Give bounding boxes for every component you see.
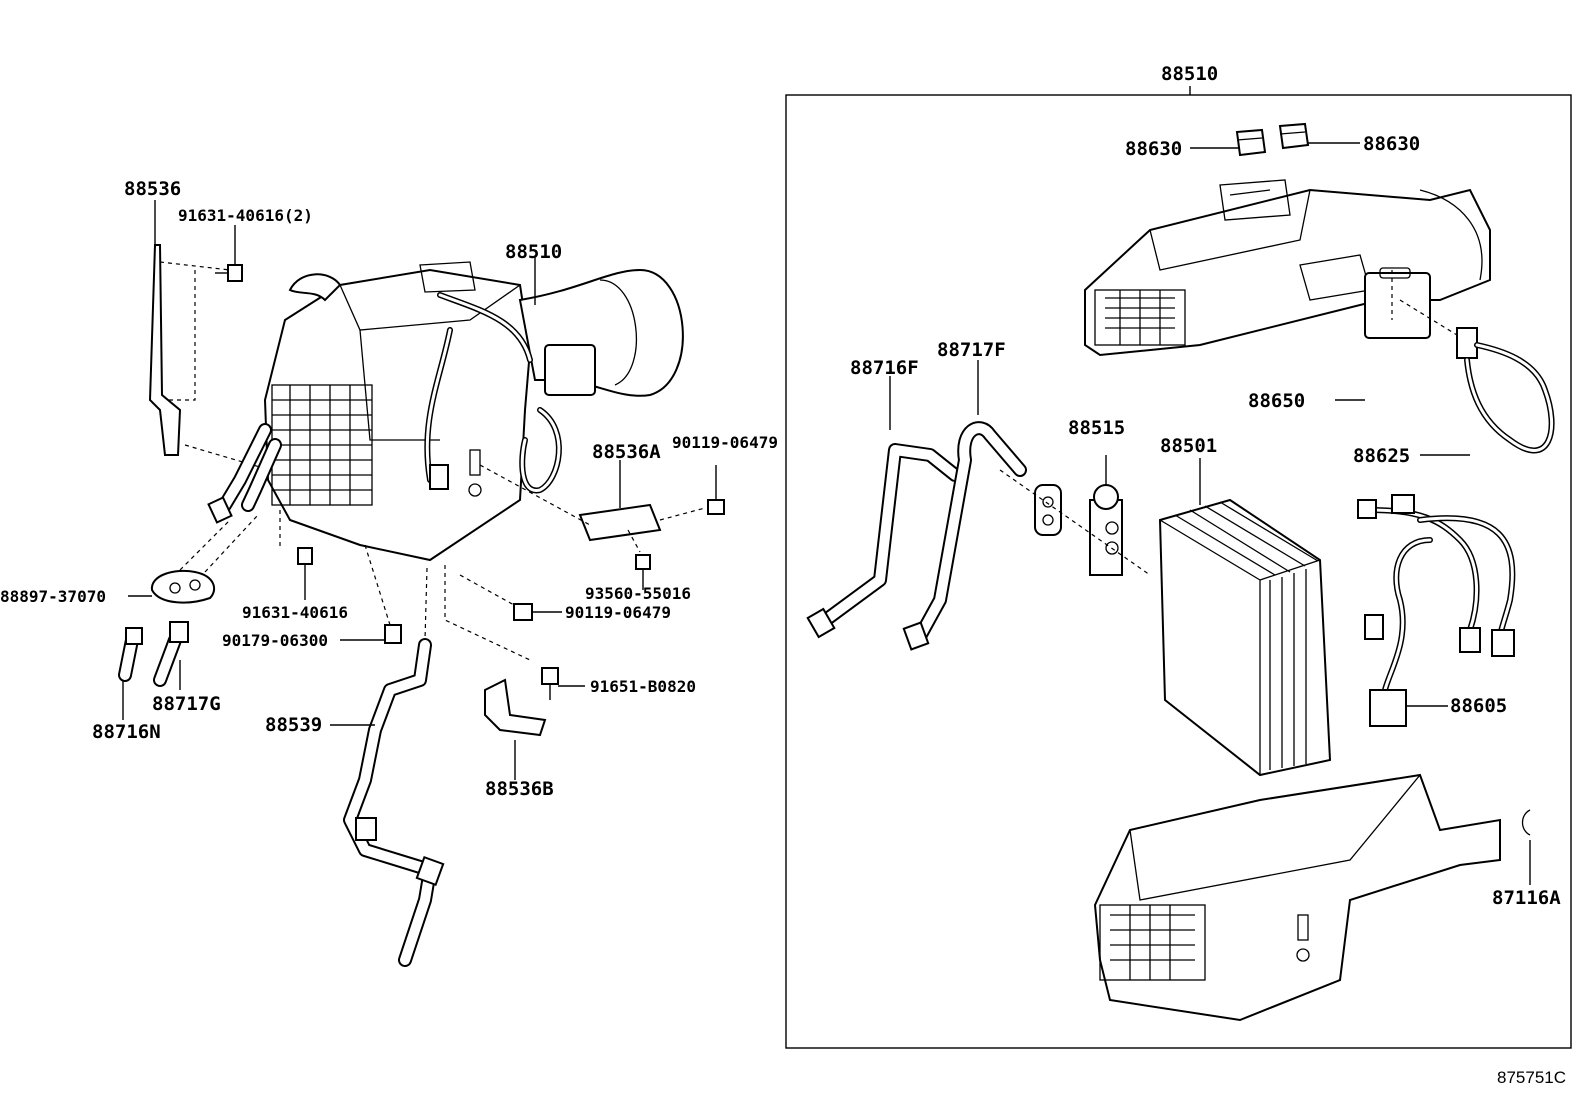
label-88630-right: 88630 <box>1363 133 1420 155</box>
bolt-91631-40616-drawing <box>279 510 313 600</box>
label-88501: 88501 <box>1160 435 1217 457</box>
main-unit-assembly-drawing <box>207 261 684 562</box>
label-88536B: 88536B <box>485 778 554 800</box>
bolt-91631-40616-2-drawing <box>215 225 243 282</box>
drain-hose-88539-drawing <box>330 567 445 967</box>
label-88510-main: 88510 <box>505 241 562 263</box>
lower-unit-case-drawing <box>1093 773 1501 1022</box>
grommet-88897-37070-drawing <box>128 514 259 604</box>
label-88716N: 88716N <box>92 721 161 743</box>
bracket-88536B-drawing <box>444 565 547 780</box>
label-88536A: 88536A <box>592 441 661 463</box>
label-91651-B0820: 91651-B0820 <box>590 677 696 696</box>
nut-90179-06300-drawing <box>340 544 402 644</box>
evaporator-88501-drawing <box>1158 498 1332 777</box>
gasket-drawing <box>1034 484 1062 536</box>
bolt-90119-06479-a-drawing <box>707 465 725 515</box>
label-88716F: 88716F <box>850 357 919 379</box>
label-88515: 88515 <box>1068 417 1125 439</box>
relay-88650-drawing <box>1364 267 1431 339</box>
label-88630-left: 88630 <box>1125 138 1182 160</box>
bolt-91651-B0820-drawing <box>541 667 585 700</box>
fitting-88717G-drawing <box>153 621 189 690</box>
wiring-harness-88605-drawing <box>1357 494 1516 727</box>
bolt-90119-06479-b-drawing <box>459 574 562 621</box>
pipe-88716F-drawing <box>806 443 962 639</box>
label-90119-06479-a: 90119-06479 <box>672 433 778 452</box>
label-91631-40616-2: 91631-40616(2) <box>178 206 313 225</box>
label-91631-40616: 91631-40616 <box>242 603 348 622</box>
expansion-valve-88515-drawing <box>1089 484 1123 576</box>
label-88717F: 88717F <box>937 339 1006 361</box>
label-90119-06479-b: 90119-06479 <box>565 603 671 622</box>
label-88510-header: 88510 <box>1161 63 1218 85</box>
label-87116A: 87116A <box>1492 887 1561 909</box>
connector-88630-left-drawing <box>1235 128 1267 157</box>
label-88625: 88625 <box>1353 445 1410 467</box>
bracket-88536-drawing <box>148 200 182 456</box>
fitting-88716N-drawing <box>118 627 143 720</box>
upper-unit-case-drawing <box>1084 179 1491 357</box>
label-88650: 88650 <box>1248 390 1305 412</box>
label-88717G: 88717G <box>152 693 221 715</box>
sensor-wire-88625-drawing <box>1456 327 1555 454</box>
label-88605: 88605 <box>1450 695 1507 717</box>
clip-87116A-drawing <box>1521 809 1531 836</box>
label-93560-55016: 93560-55016 <box>585 584 691 603</box>
label-88897-37070: 88897-37070 <box>0 587 106 606</box>
bracket-88536A-drawing <box>578 460 662 542</box>
figure-code: 875751C <box>1497 1068 1566 1087</box>
label-88536: 88536 <box>124 178 181 200</box>
label-88539: 88539 <box>265 714 322 736</box>
exploded-view-frame <box>785 94 1572 1049</box>
connector-88630-right-drawing <box>1278 122 1310 150</box>
label-90179-06300: 90179-06300 <box>222 631 328 650</box>
screw-93560-55016-drawing <box>627 529 651 590</box>
pipe-88717F-drawing <box>902 421 1027 651</box>
